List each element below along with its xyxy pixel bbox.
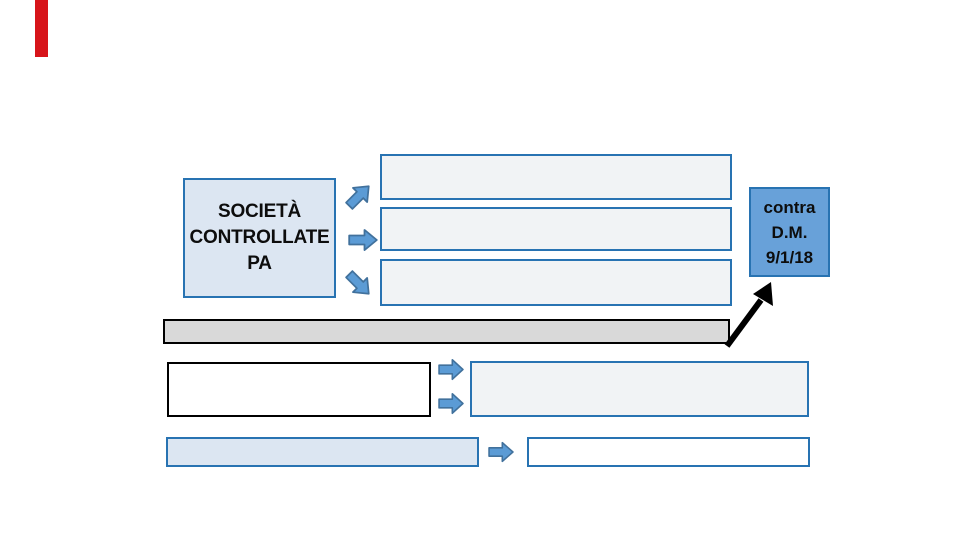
arrow-right-icon bbox=[438, 356, 464, 383]
bottomright-outline-box bbox=[527, 437, 810, 467]
societa-box-line: SOCIETÀ bbox=[217, 201, 302, 222]
black-arrow-up-right-icon bbox=[713, 274, 785, 356]
contra-box-line: contra bbox=[763, 197, 816, 217]
arrow-right-icon bbox=[348, 226, 378, 254]
arrow-right-icon bbox=[488, 439, 514, 465]
arrow-up-right-icon bbox=[338, 175, 379, 216]
societa-controllate-pa-box: SOCIETÀ CONTROLLATE PA bbox=[183, 178, 336, 298]
white-outline-box bbox=[167, 362, 431, 417]
contra-dm-callout-box: contra D.M. 9/1/18 bbox=[749, 187, 830, 277]
list-box-1 bbox=[380, 154, 732, 200]
contra-box-line: D.M. bbox=[771, 222, 808, 242]
arrow-right-icon bbox=[438, 390, 464, 417]
arrow-down-right-icon bbox=[338, 263, 379, 304]
red-marker bbox=[35, 0, 48, 57]
gray-divider-bar bbox=[163, 319, 730, 344]
societa-box-line: CONTROLLATE bbox=[189, 227, 330, 248]
list-box-3 bbox=[380, 259, 732, 306]
lightblue-bar bbox=[166, 437, 479, 467]
list-box-2 bbox=[380, 207, 732, 251]
midright-gray-box bbox=[470, 361, 809, 417]
contra-box-line: 9/1/18 bbox=[765, 247, 814, 267]
societa-box-line: PA bbox=[247, 253, 272, 274]
